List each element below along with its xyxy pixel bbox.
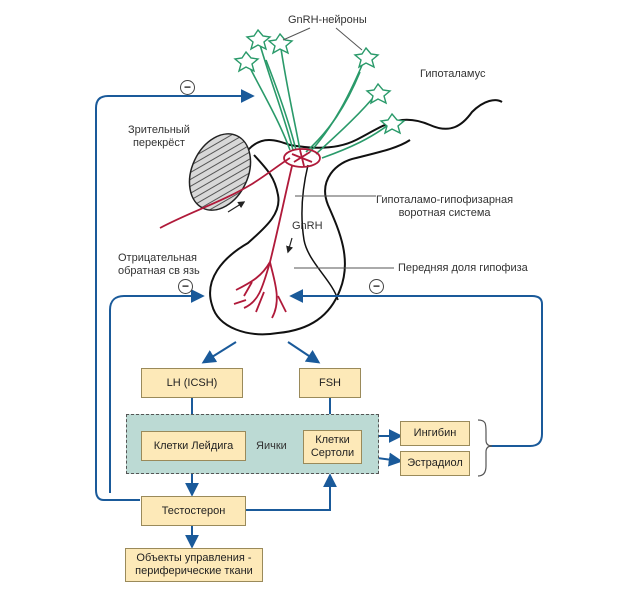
portal-system-label: Гипоталамо-гипофизарная воротная система (376, 194, 514, 219)
estradiol-box: Эстрадиол (400, 451, 470, 476)
testosterone-box: Тестостерон (141, 496, 246, 526)
minus-pituitary-right-icon: − (369, 279, 384, 294)
minus-pituitary-left-icon: − (178, 279, 193, 294)
negative-feedback-label: Отрицательная обратная св язь (118, 252, 200, 277)
gnrh-neurons-label: GnRH-нейроны (288, 14, 367, 26)
gnrh-neuron-bodies (233, 28, 406, 135)
flow-arrows (95, 89, 543, 549)
peripheral-targets-box: Объекты управления - периферические ткан… (125, 548, 263, 582)
testis-label: Яички (256, 440, 287, 452)
optic-chiasm-shape (188, 133, 252, 211)
inhibin-box: Ингибин (400, 421, 470, 446)
pituitary-outline (209, 139, 411, 336)
anterior-pituitary-label: Передняя доля гипофиза (398, 262, 528, 274)
hypothalamus-label: Гипоталамус (420, 68, 486, 80)
lh-box: LH (ICSH) (141, 368, 243, 398)
minus-hypothalamus-icon: − (180, 80, 195, 95)
sertoli-cells-box: Клетки Сертоли (303, 430, 362, 464)
optic-chiasm-label: Зрительный перекрёст (128, 124, 190, 149)
gnrh-label: GnRH (292, 220, 323, 232)
fsh-box: FSH (299, 368, 361, 398)
portal-vessels (159, 148, 321, 319)
leydig-cells-box: Клетки Лейдига (141, 431, 246, 461)
output-bracket (477, 419, 493, 477)
